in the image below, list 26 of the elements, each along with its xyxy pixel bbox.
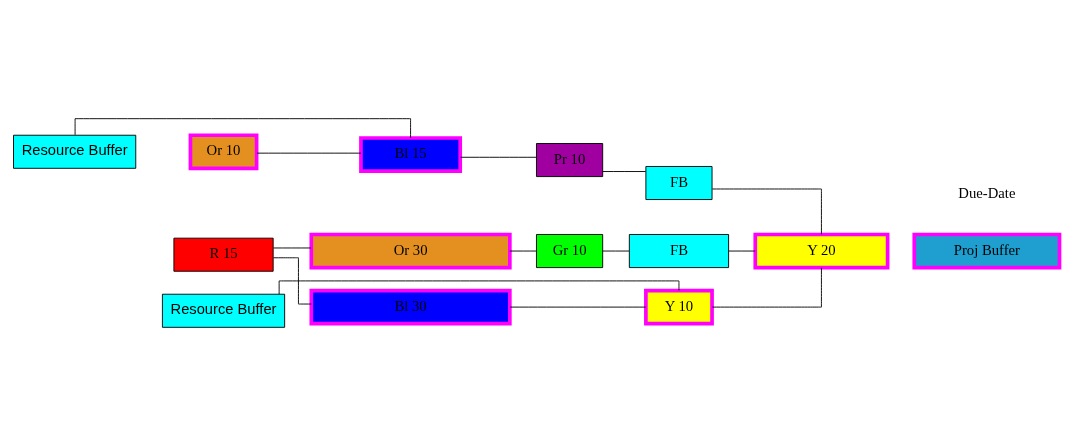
connector (460, 156, 537, 158)
connector (509, 250, 537, 251)
connector (74, 117, 412, 138)
connector (278, 279, 680, 295)
node-box: Proj Buffer (912, 232, 1062, 269)
node-box: Y 20 (753, 232, 890, 269)
connector (602, 170, 647, 172)
node-box: Gr 10 (536, 233, 604, 268)
node-box: Y 10 (644, 288, 714, 325)
connector (728, 250, 756, 251)
node-box: R 15 (173, 237, 274, 272)
connector (711, 266, 822, 308)
label: Due-Date (958, 184, 1016, 201)
connector (273, 256, 312, 304)
node-box: Bl 15 (359, 135, 463, 173)
node-box: Resource Buffer (161, 293, 286, 328)
connector (272, 247, 312, 248)
connector (602, 250, 630, 251)
node-box: Resource Buffer (13, 134, 137, 169)
node-box: Pr 10 (536, 142, 604, 177)
node-box: Or 10 (188, 132, 259, 170)
node-box: Or 30 (309, 232, 512, 269)
connector (711, 188, 822, 235)
node-box: Bl 30 (309, 288, 512, 325)
node-box: FB (628, 233, 730, 268)
node-box: FB (645, 165, 713, 200)
